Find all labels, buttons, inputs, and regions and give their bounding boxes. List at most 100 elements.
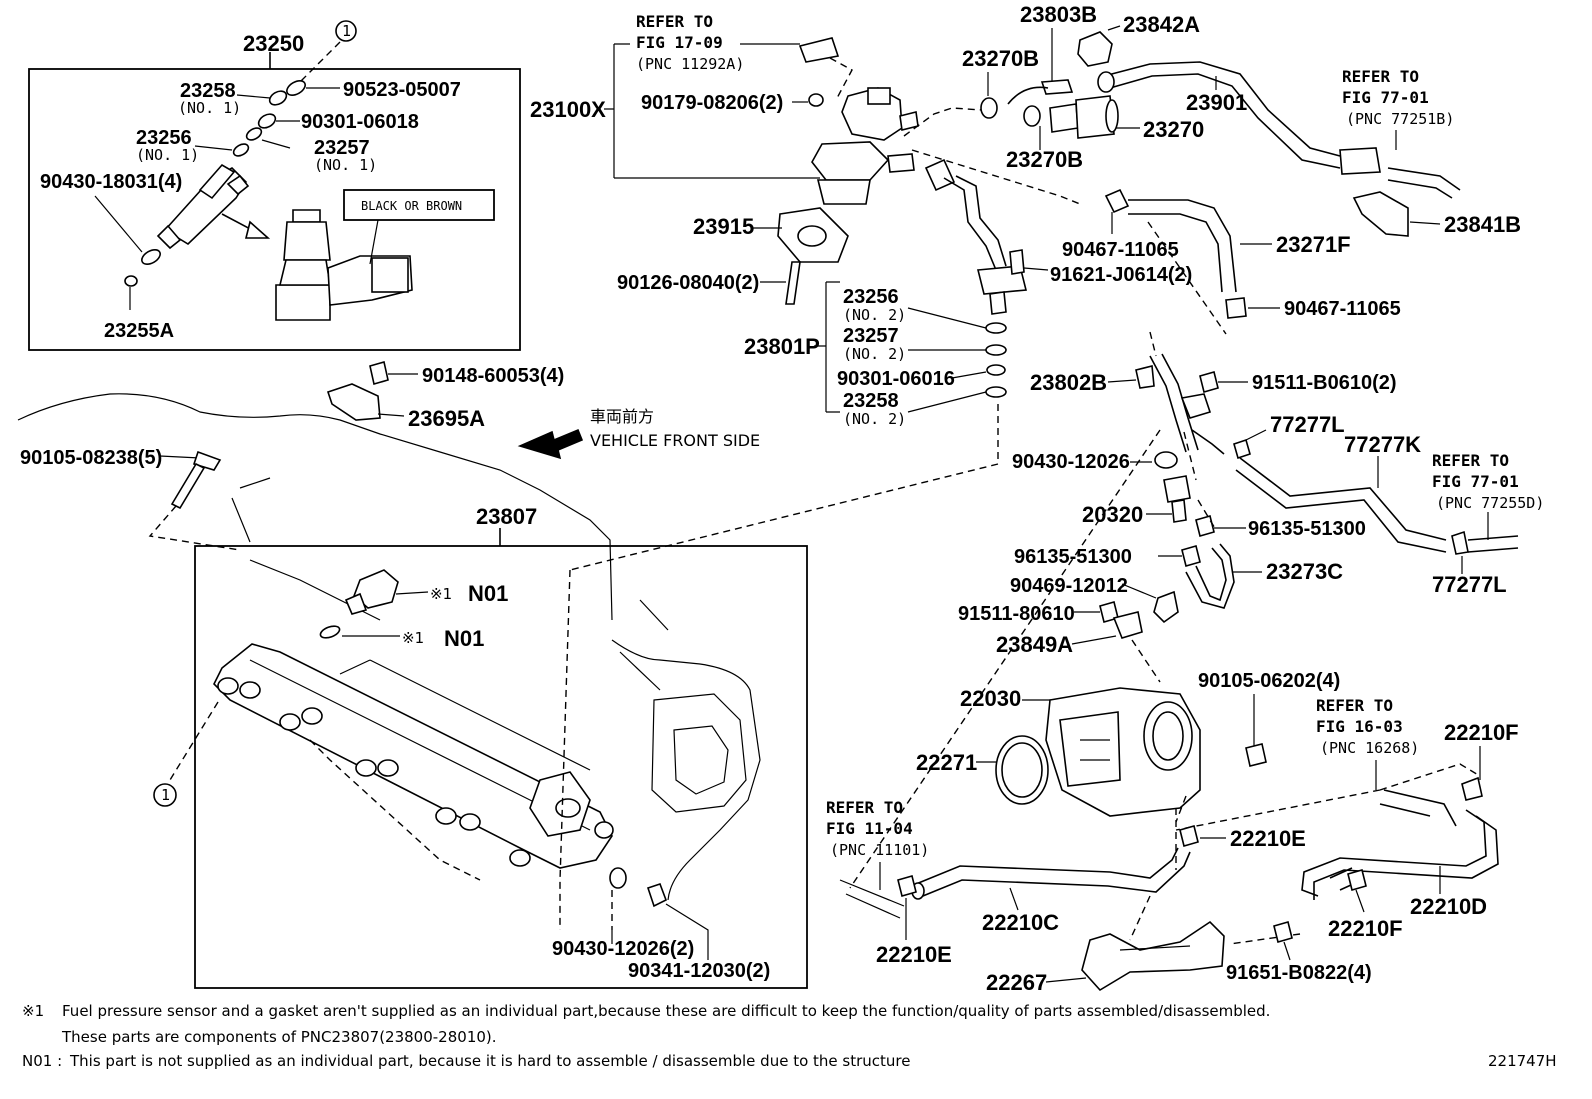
- bolt-91651: [1273, 921, 1293, 943]
- clip-77277l-top: [1233, 438, 1251, 460]
- gasket-90430-12026: [1154, 451, 1178, 469]
- label-23901: 23901: [1186, 90, 1247, 115]
- label-23273c: 23273C: [1266, 559, 1343, 584]
- o-ring-23257-no2: [985, 344, 1007, 356]
- label-96135-51300-a: 96135-51300: [1248, 518, 1366, 540]
- label-22210c: 22210C: [982, 910, 1059, 935]
- bracket-23695a: [326, 383, 381, 421]
- hose-23901: [1103, 61, 1341, 157]
- bracket-23849a: [1112, 611, 1143, 639]
- gasket-90430-12026-2: [609, 867, 627, 889]
- high-pressure-fuel-pump: [811, 87, 919, 205]
- label-22271: 22271: [916, 750, 977, 775]
- fuel-injector: [156, 163, 250, 250]
- engine-outline: [17, 393, 761, 901]
- o-ring-90301-06016: [986, 364, 1006, 376]
- fig-16-03: FIG 16-03: [1316, 717, 1403, 736]
- label-77277l-top: 77277L: [1270, 412, 1345, 437]
- label-23257-no2-sub: (NO. 2): [843, 345, 906, 363]
- union-20320: [1163, 475, 1191, 503]
- bolt-90148: [369, 360, 389, 386]
- label-90301-06018: 90301-06018: [301, 111, 419, 133]
- throttle-body-22030: [1045, 687, 1201, 817]
- label-22210e-right: 22210E: [1230, 826, 1306, 851]
- label-90467-11065-b: 90467-11065: [1284, 298, 1401, 320]
- label-23271f: 23271F: [1276, 232, 1351, 257]
- figure-id: 221747H: [1488, 1052, 1557, 1070]
- label-black-or-brown: BLACK OR BROWN: [361, 199, 462, 213]
- label-90179-08206: 90179-08206(2): [641, 92, 783, 114]
- pressure-regulator-23270: [1049, 95, 1119, 139]
- label-90430-18031: 90430-18031(4): [40, 171, 182, 193]
- front-arrow: [517, 428, 584, 460]
- label-91651-b0822: 91651-B0822(4): [1226, 962, 1372, 984]
- bolt-90105-06202: [1245, 743, 1267, 767]
- label-23250: 23250: [243, 31, 304, 56]
- gasket-sensor: [319, 625, 341, 639]
- label-23915: 23915: [693, 214, 754, 239]
- label-90301-06016: 90301-06016: [837, 368, 955, 390]
- label-91511-b0610: 91511-B0610(2): [1252, 372, 1397, 394]
- gasket-23915: [777, 207, 849, 263]
- label-23803b: 23803B: [1020, 2, 1097, 27]
- o-ring-90301: [257, 113, 277, 129]
- note-1-line-1: Fuel pressure sensor and a gasket aren't…: [62, 1002, 1271, 1020]
- label-23258-no2: 23258: [843, 390, 899, 412]
- label-23258-no1-sub: (NO. 1): [178, 99, 241, 117]
- fig-77-01-b: FIG 77-01: [1432, 472, 1519, 491]
- label-23255a: 23255A: [104, 320, 174, 342]
- front-label-jp: 車両前方: [590, 407, 654, 426]
- label-n01-sensor: N01: [468, 581, 508, 606]
- hose-connector-23901: [1339, 147, 1381, 175]
- fuel-delivery-pipe: [213, 643, 614, 869]
- label-23257-no1-sub: (NO. 1): [314, 156, 377, 174]
- gasket-22271: [995, 735, 1049, 805]
- label-90341-12030: 90341-12030(2): [628, 960, 770, 982]
- bracket-23695a-group: 90148-60053(4) 23695A 車両前方 VEHICLE FRONT…: [326, 360, 760, 460]
- label-77277l-bottom: 77277L: [1432, 572, 1507, 597]
- bracket-22267: [1081, 920, 1225, 992]
- refer-to-5: REFER TO: [826, 798, 903, 817]
- black-or-brown-box: [343, 189, 495, 221]
- label-23257-no2: 23257: [843, 325, 899, 347]
- o-ring-23258-no1: [268, 90, 288, 106]
- label-90467-11065-a: 90467-11065: [1062, 239, 1179, 261]
- label-90105-06202: 90105-06202(4): [1198, 670, 1340, 692]
- bolt-91511-b0610: [1199, 371, 1219, 393]
- refer-to-4: REFER TO: [1316, 696, 1393, 715]
- label-22210d: 22210D: [1410, 894, 1487, 919]
- clip-90469: [1153, 590, 1179, 624]
- note-mark-2: ※1: [402, 629, 424, 647]
- injector-connector-detail: [275, 209, 413, 321]
- label-90105-08238: 90105-08238(5): [20, 447, 162, 469]
- refer-to-2: REFER TO: [1342, 67, 1419, 86]
- label-90126-08040: 90126-08040(2): [617, 272, 759, 294]
- label-22267: 22267: [986, 970, 1047, 995]
- pnc-77255d: (PNC 77255D): [1436, 494, 1544, 512]
- pnc-11101: (PNC 11101): [830, 841, 929, 859]
- refer-to-1: REFER TO: [636, 12, 713, 31]
- label-23695a: 23695A: [408, 406, 485, 431]
- reference-circle-1-lower: [153, 783, 177, 807]
- note-2-mark: N01 :: [22, 1052, 63, 1070]
- label-22210f-top: 22210F: [1444, 720, 1519, 745]
- pnc-16268: (PNC 16268): [1320, 739, 1419, 757]
- pnc-11292a: (PNC 11292A): [636, 55, 744, 73]
- label-90430-12026-2: 90430-12026(2): [552, 938, 694, 960]
- label-90430-12026: 90430-12026: [1012, 451, 1130, 473]
- clip-90467-bottom: [1225, 297, 1247, 319]
- front-label-en: VEHICLE FRONT SIDE: [590, 431, 760, 450]
- seal-set-23801p: 23801P 23256 (NO. 2) 23257 (NO. 2) 90301…: [569, 281, 1007, 571]
- fig-77-01-a: FIG 77-01: [1342, 88, 1429, 107]
- label-90523-05007: 90523-05007: [343, 79, 461, 101]
- note-mark-1: ※1: [430, 585, 452, 603]
- clamp-23841b: [1352, 191, 1409, 237]
- pnc-77251b: (PNC 77251B): [1346, 110, 1454, 128]
- fig-17-09: FIG 17-09: [636, 33, 723, 52]
- label-23100x: 23100X: [530, 97, 606, 122]
- delivery-pipe-box: 23807 ※1 N01 ※1 N01: [153, 504, 808, 989]
- label-23801p: 23801P: [744, 334, 820, 359]
- label-23258-no2-sub: (NO. 2): [843, 410, 906, 428]
- note-1-mark: ※1: [22, 1002, 45, 1020]
